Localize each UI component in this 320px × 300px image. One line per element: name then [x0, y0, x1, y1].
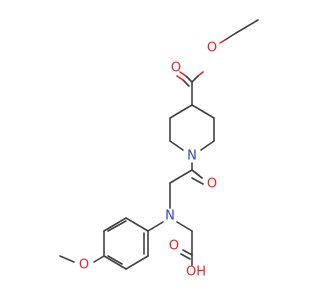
bond-ester-c=o-b-o — [176, 75, 184, 81]
bond-amide-ch2 — [169, 169, 193, 184]
bond-amide-c=o-b — [191, 177, 204, 185]
atom-amine-n: N — [165, 209, 175, 224]
bond-ring-c5-c4 — [191, 104, 215, 119]
bond-ar-6-1 — [125, 217, 149, 232]
bond-ar-ome — [93, 255, 105, 263]
bond-ar-2-3 — [125, 255, 149, 270]
bond-ester-o-carbonyl-seg — [197, 71, 204, 77]
bond-ester-c=o-b — [182, 79, 190, 87]
atom-ester-ether-o: O — [207, 41, 217, 56]
bond-acid-c=o-a — [182, 249, 193, 256]
bond-ethyl-ch2-o — [224, 32, 237, 41]
bond-ar-3-4 — [103, 255, 127, 270]
bond-acid-c=o-b — [180, 253, 191, 260]
bond-ester-o-carbonyl — [191, 75, 199, 83]
atom-amide-o: O — [207, 177, 217, 192]
bond-ester-c=o-a — [185, 75, 193, 83]
atom-piperidine-n: N — [187, 149, 197, 164]
bond-n-acid-ch2 — [176, 221, 193, 232]
bond-amide-c=o — [191, 169, 203, 179]
structure-diagram: O O N O N O O OH — [59, 19, 259, 280]
molecule-canvas: O O N O N O O OH — [59, 19, 259, 280]
atom-acid-hydroxyl: OH — [186, 265, 206, 280]
bond-ethyl-ch3-ch2 — [235, 19, 259, 34]
bond-ring-c2-n — [169, 140, 184, 151]
bond-ester-c=o-a-o — [179, 71, 187, 77]
atom-ester-carbonyl-o: O — [171, 61, 181, 76]
bond-ar-inner-c — [107, 220, 127, 232]
atom-acid-carbonyl-o: O — [169, 239, 179, 254]
bond-n-aryl — [147, 221, 164, 232]
bond-ring-n-c6 — [200, 140, 215, 151]
bond-ar-5-6 — [103, 217, 127, 232]
bond-ome-ch3 — [59, 255, 75, 263]
bond-ring-c4-c3 — [169, 104, 193, 119]
bond-ethyl-o-seg — [219, 39, 226, 44]
atom-methoxy-o: O — [79, 258, 89, 273]
bond-ar-inner-b — [107, 255, 123, 265]
